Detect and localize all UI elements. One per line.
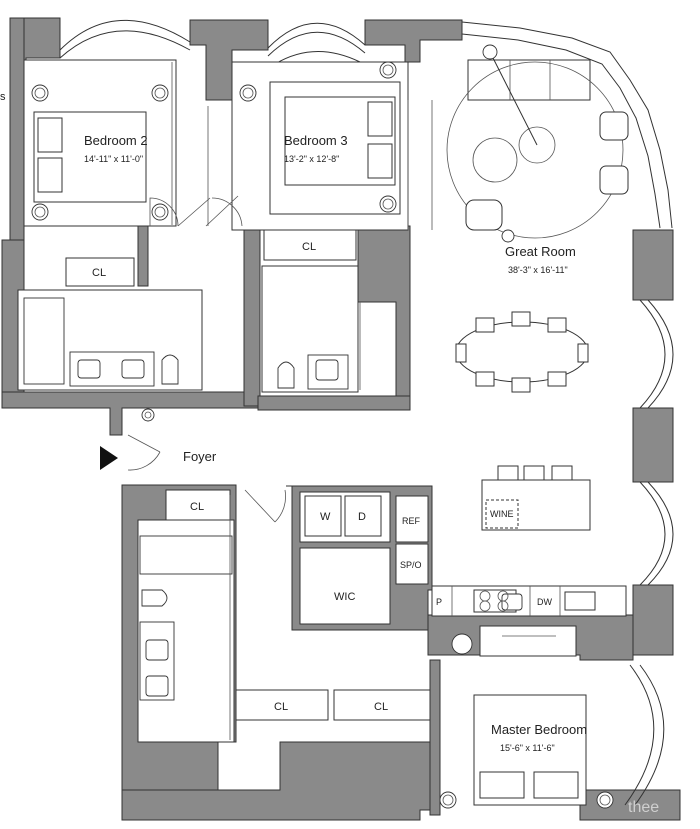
foyer-name: Foyer bbox=[183, 449, 217, 464]
bedroom2-dims: 14'-11" x 11'-0" bbox=[84, 154, 143, 164]
bedroom3-dims: 13'-2" x 12'-8" bbox=[284, 154, 339, 164]
watermark: thee bbox=[628, 799, 659, 816]
furniture bbox=[33, 44, 629, 393]
great-room-dims: 38'-3" x 16'-11" bbox=[508, 265, 568, 275]
bedroom2-name: Bedroom 2 bbox=[84, 133, 148, 148]
dryer-label: D bbox=[358, 511, 366, 523]
room-labels: Bedroom 2 14'-11" x 11'-0" Bedroom 3 13'… bbox=[84, 133, 587, 753]
wic-label: WIC bbox=[334, 591, 355, 603]
washer-label: W bbox=[320, 511, 331, 523]
great-room-name: Great Room bbox=[505, 244, 576, 259]
sink-icon bbox=[77, 359, 523, 697]
range-icon bbox=[479, 590, 509, 612]
sp-o-label: SP/O bbox=[400, 560, 422, 570]
fixture-labels: CL CL CL CL CL W D WIC REF SP/O P DW WIN… bbox=[0, 91, 659, 816]
master-bedroom-name: Master Bedroom bbox=[491, 722, 587, 737]
bay-windows bbox=[59, 19, 674, 806]
column-icon bbox=[31, 61, 614, 809]
edge-fragment-label: s bbox=[0, 91, 6, 103]
bedroom3-name: Bedroom 3 bbox=[284, 133, 348, 148]
dw-label: DW bbox=[537, 597, 552, 607]
closet-label: CL bbox=[374, 701, 388, 713]
closet-label: CL bbox=[302, 241, 316, 253]
closet-label: CL bbox=[190, 501, 204, 513]
entry-arrow-icon bbox=[100, 446, 118, 470]
closet-label: CL bbox=[274, 701, 288, 713]
wine-label: WINE bbox=[490, 509, 514, 519]
pantry-label: P bbox=[436, 597, 442, 607]
master-bedroom-dims: 15'-6" x 11'-6" bbox=[500, 743, 555, 753]
ref-label: REF bbox=[402, 516, 421, 526]
closet-label: CL bbox=[92, 267, 106, 279]
toilet-icon bbox=[141, 354, 473, 655]
